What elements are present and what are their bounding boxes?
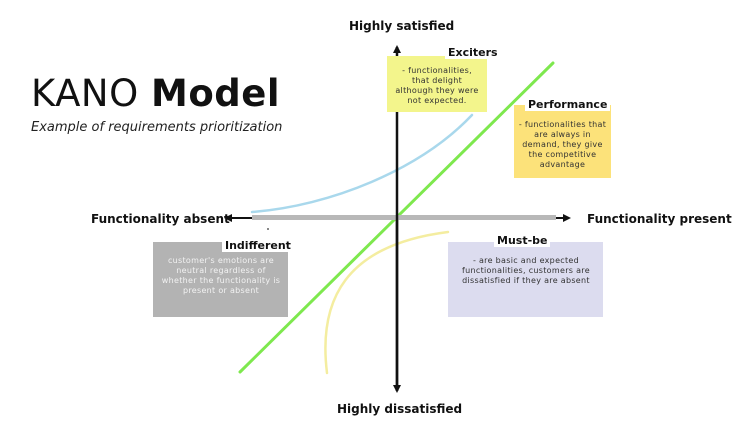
indifferent-note-bg [153,242,288,317]
indifferent-line [252,215,556,220]
axis-label-left: Functionality absent [91,212,230,226]
exciters-note-bg [387,56,487,112]
must-be-title: Must-be [494,234,551,247]
axis-label-right: Functionality present [587,212,732,226]
indifferent-title: Indifferent [222,239,294,252]
must-be-curve [324,230,450,375]
axis-label-top: Highly satisfied [349,19,455,33]
indifferent-description: customer's emotions are neutral regardle… [161,256,281,295]
exciters-description: - functionalities, that delight although… [395,66,479,105]
performance-note-bg [514,105,611,178]
title-bold: Model [151,72,281,115]
performance-title: Performance [525,98,611,111]
title-light: KANO [31,72,151,115]
page-subtitle: Example of requirements prioritization [31,120,283,135]
page-title: KANO Model [31,72,280,115]
exciters-title: Exciters [445,46,501,59]
performance-description: - functionalities that are always in dem… [518,120,607,169]
must-be-description: - are basic and expected functionalities… [462,256,590,285]
exciters-curve [250,113,474,214]
axis-dot [267,228,269,230]
axis-label-bottom: Highly dissatisfied [337,402,463,416]
must-be-note-bg [448,242,603,317]
